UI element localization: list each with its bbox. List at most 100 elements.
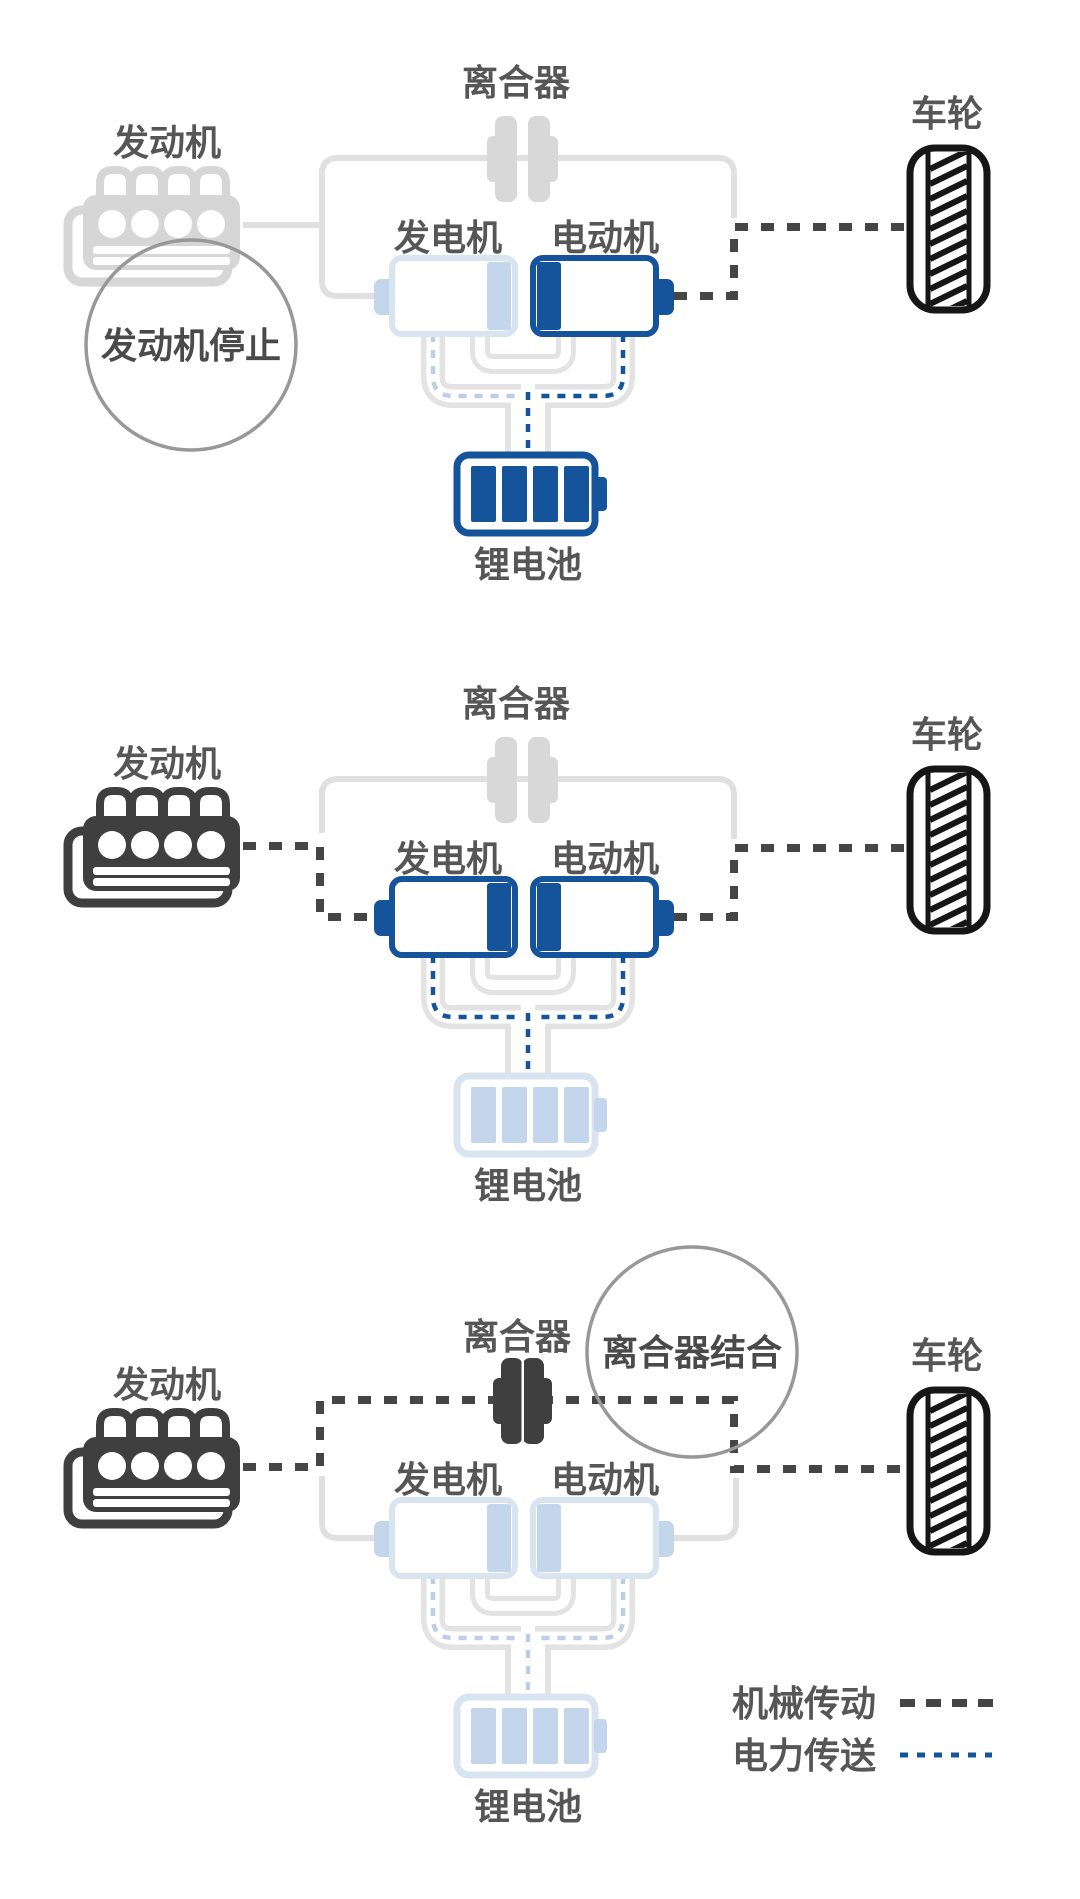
engine-line	[93, 878, 230, 886]
engine-cylinder	[197, 210, 225, 238]
battery-cell	[564, 466, 589, 522]
battery-cell	[502, 1087, 527, 1143]
motor-pole-bar	[537, 262, 561, 330]
battery-terminal	[594, 1098, 607, 1132]
battery-cell	[502, 1708, 527, 1764]
battery-cell	[533, 1708, 558, 1764]
engine-cylinder-bump	[192, 787, 230, 821]
motor-icon	[530, 1497, 674, 1579]
motor-pole-bar	[537, 883, 561, 951]
generator-icon	[374, 876, 518, 958]
panel-parallel-mode: 发动机离合器发电机电动机车轮锂电池离合器结合	[63, 1245, 991, 1827]
engine-cylinder	[98, 210, 126, 238]
engine-cylinder	[131, 210, 159, 238]
tire-tread	[928, 773, 969, 927]
wheel-icon	[906, 765, 991, 935]
callout: 发动机停止	[84, 238, 298, 452]
engine-line	[93, 257, 230, 265]
motor-icon	[530, 255, 674, 337]
engine-cylinder-bump	[192, 166, 230, 200]
engine-icon	[63, 1408, 240, 1529]
legend-mechanical-label: 机械传动	[732, 1683, 876, 1724]
motor-body	[530, 255, 659, 337]
callout-circle	[585, 1245, 799, 1459]
battery-cell	[471, 1087, 496, 1143]
engine-cylinder	[164, 210, 192, 238]
battery-cell	[564, 1087, 589, 1143]
battery-cell	[533, 1087, 558, 1143]
clutch-left-hub	[493, 1378, 523, 1424]
battery-icon	[453, 1693, 607, 1779]
engine-cylinder	[98, 1452, 126, 1480]
generator-pole-bar	[487, 262, 511, 330]
engine-cylinder	[164, 1452, 192, 1480]
callout-text: 发动机停止	[101, 325, 281, 366]
engine-cylinder	[131, 831, 159, 859]
engine-line	[93, 246, 230, 254]
generator-pole-bar	[487, 883, 511, 951]
clutch-label: 离合器	[462, 62, 571, 103]
callout: 离合器结合	[585, 1245, 799, 1459]
tire-tread	[928, 1394, 969, 1548]
panel-series-mode: 发动机离合器发电机电动机车轮锂电池	[63, 683, 991, 1206]
wheel-label: 车轮	[911, 1335, 983, 1376]
tire-tread	[928, 152, 969, 306]
clutch-right-hub	[528, 136, 558, 182]
battery-cell	[564, 1708, 589, 1764]
battery-label: 锂电池	[474, 1165, 582, 1206]
clutch-seam	[521, 1356, 524, 1446]
clutch-right-hub	[522, 1378, 552, 1424]
battery-cell	[471, 1708, 496, 1764]
electric-lines	[430, 334, 626, 453]
generator-body	[389, 1497, 518, 1579]
battery-cell	[502, 466, 527, 522]
battery-label: 锂电池	[474, 544, 582, 585]
battery-label: 锂电池	[474, 1786, 582, 1827]
clutch-left-hub	[487, 757, 517, 803]
engine-label: 发动机	[113, 122, 221, 163]
electric-lines	[430, 955, 626, 1074]
engine-cylinder-bump	[192, 1408, 230, 1442]
wheel-label: 车轮	[911, 93, 983, 134]
battery-terminal	[594, 477, 607, 511]
battery-terminal	[594, 1719, 607, 1753]
wheel-label: 车轮	[911, 714, 983, 755]
generator-label: 发电机	[394, 1459, 502, 1500]
battery-icon	[453, 451, 607, 537]
engine-cylinder	[197, 831, 225, 859]
wheel-icon	[906, 144, 991, 314]
legend-electric-label: 电力传送	[732, 1735, 876, 1776]
engine-line	[93, 1499, 230, 1507]
clutch-left-hub	[487, 136, 517, 182]
generator-label: 发电机	[394, 838, 502, 879]
clutch-right-hub	[528, 757, 558, 803]
engine-cylinder	[197, 1452, 225, 1480]
engine-cylinder	[131, 1452, 159, 1480]
callout-text: 离合器结合	[602, 1332, 782, 1373]
battery-cell	[533, 466, 558, 522]
clutch-icon	[487, 737, 558, 823]
electric-lines	[430, 1576, 626, 1695]
battery-cell	[471, 466, 496, 522]
motor-body	[530, 876, 659, 958]
battery-icon	[453, 1072, 607, 1158]
clutch-label: 离合器	[462, 683, 571, 724]
mechanical-links	[243, 155, 906, 300]
generator-body	[389, 255, 518, 337]
clutch-label: 离合器	[463, 1316, 572, 1357]
generator-pole-bar	[487, 1504, 511, 1572]
generator-icon	[374, 1497, 518, 1579]
motor-label: 电动机	[551, 1459, 659, 1500]
motor-pole-bar	[537, 1504, 561, 1572]
generator-label: 发电机	[394, 217, 502, 258]
motor-label: 电动机	[551, 217, 659, 258]
engine-line	[93, 1488, 230, 1496]
motor-body	[530, 1497, 659, 1579]
engine-cylinder	[98, 831, 126, 859]
wheel-icon	[906, 1386, 991, 1556]
motor-label: 电动机	[551, 838, 659, 879]
clutch-icon	[487, 116, 558, 202]
